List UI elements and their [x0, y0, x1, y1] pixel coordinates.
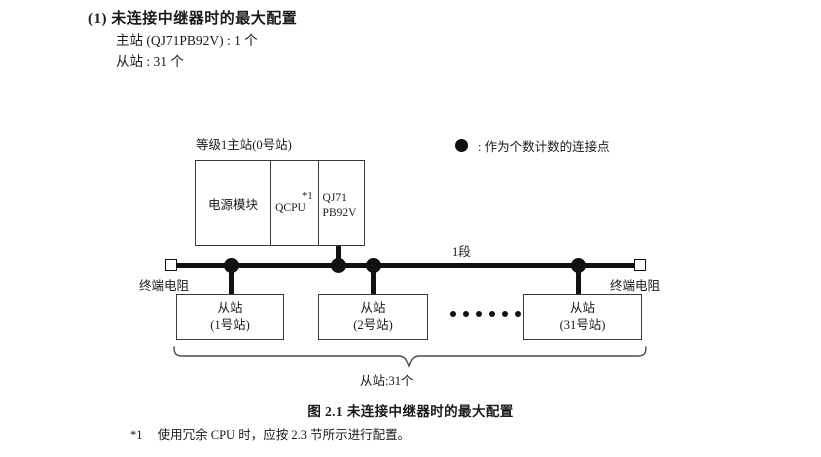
section-title: 未连接中继器时的最大配置 — [111, 11, 298, 27]
slave-1-drop-line — [229, 266, 234, 295]
terminator-right-icon — [634, 259, 646, 271]
slot-cpu-module: *1 QCPU — [271, 161, 319, 245]
legend: : 作为个数计数的连接点 — [455, 136, 610, 155]
footnote: *1 使用冗余 CPU 时，应按 2.3 节所示进行配置。 — [130, 424, 410, 443]
slave-count-brace-label: 从站:31个 — [360, 374, 414, 388]
master-station-caption: 等级1主站(0号站) — [196, 138, 292, 152]
ellipsis-dot — [450, 311, 456, 317]
slave-31-drop-line — [576, 266, 581, 295]
slave-count-brace — [173, 346, 647, 368]
ellipsis-dot — [515, 311, 521, 317]
bus-node-slave-2 — [366, 258, 381, 273]
bus-trunk-line — [170, 263, 640, 268]
ellipsis-dot — [502, 311, 508, 317]
cpu-footnote-mark: *1 — [302, 191, 313, 202]
bus-node-master — [331, 258, 346, 273]
network-label-line-1: QJ71 — [322, 192, 347, 204]
slot-network-module: QJ71 PB92V — [319, 161, 364, 245]
terminator-left-icon — [165, 259, 177, 271]
slot-cpu-module-label: QCPU — [275, 202, 306, 214]
ellipsis-dot — [463, 311, 469, 317]
spec-line-slave: 从站 : 31 个 — [116, 54, 184, 69]
terminator-right-label: 终端电阻 — [610, 279, 661, 293]
section-number: (1) — [88, 11, 107, 27]
figure-caption: 图 2.1 未连接中继器时的最大配置 — [307, 404, 514, 419]
slave-31-name: 从站 — [569, 301, 595, 315]
master-rack: 电源模块 *1 QCPU QJ71 PB92V — [195, 160, 365, 246]
slave-2-name: 从站 — [360, 301, 386, 315]
slot-network-module-label: QJ71 PB92V — [323, 191, 357, 221]
slave-station-box-2: 从站 (2号站) — [318, 294, 428, 340]
footnote-text: 使用冗余 CPU 时，应按 2.3 节所示进行配置。 — [157, 428, 411, 442]
network-label-line-2: PB92V — [322, 207, 357, 219]
heading-section: (1) 未连接中继器时的最大配置 主站 (QJ71PB92V) : 1 个 从站… — [88, 8, 688, 72]
slave-station-box-31: 从站 (31号站) — [523, 294, 642, 340]
bus-node-slave-31 — [571, 258, 586, 273]
slave-1-name: 从站 — [217, 301, 243, 315]
terminator-left-label: 终端电阻 — [139, 279, 190, 293]
slave-2-station: (2号站) — [353, 318, 393, 332]
filled-circle-icon — [455, 139, 468, 152]
ellipsis-dots — [450, 311, 521, 317]
slave-31-station: (31号站) — [559, 318, 606, 332]
slave-1-station: (1号站) — [210, 318, 250, 332]
slave-2-drop-line — [371, 266, 376, 295]
master-drop-line — [336, 246, 341, 268]
slave-station-box-1: 从站 (1号站) — [176, 294, 284, 340]
slot-power-module: 电源模块 — [196, 161, 272, 245]
slot-power-module-label: 电源模块 — [208, 197, 259, 212]
ellipsis-dot — [476, 311, 482, 317]
legend-label: : 作为个数计数的连接点 — [478, 140, 610, 154]
footnote-mark: *1 — [130, 428, 143, 442]
spec-line-master: 主站 (QJ71PB92V) : 1 个 — [116, 33, 258, 48]
bus-node-slave-1 — [224, 258, 239, 273]
page-title: (1) 未连接中继器时的最大配置 — [88, 8, 688, 30]
segment-label: 1段 — [452, 245, 471, 259]
ellipsis-dot — [489, 311, 495, 317]
